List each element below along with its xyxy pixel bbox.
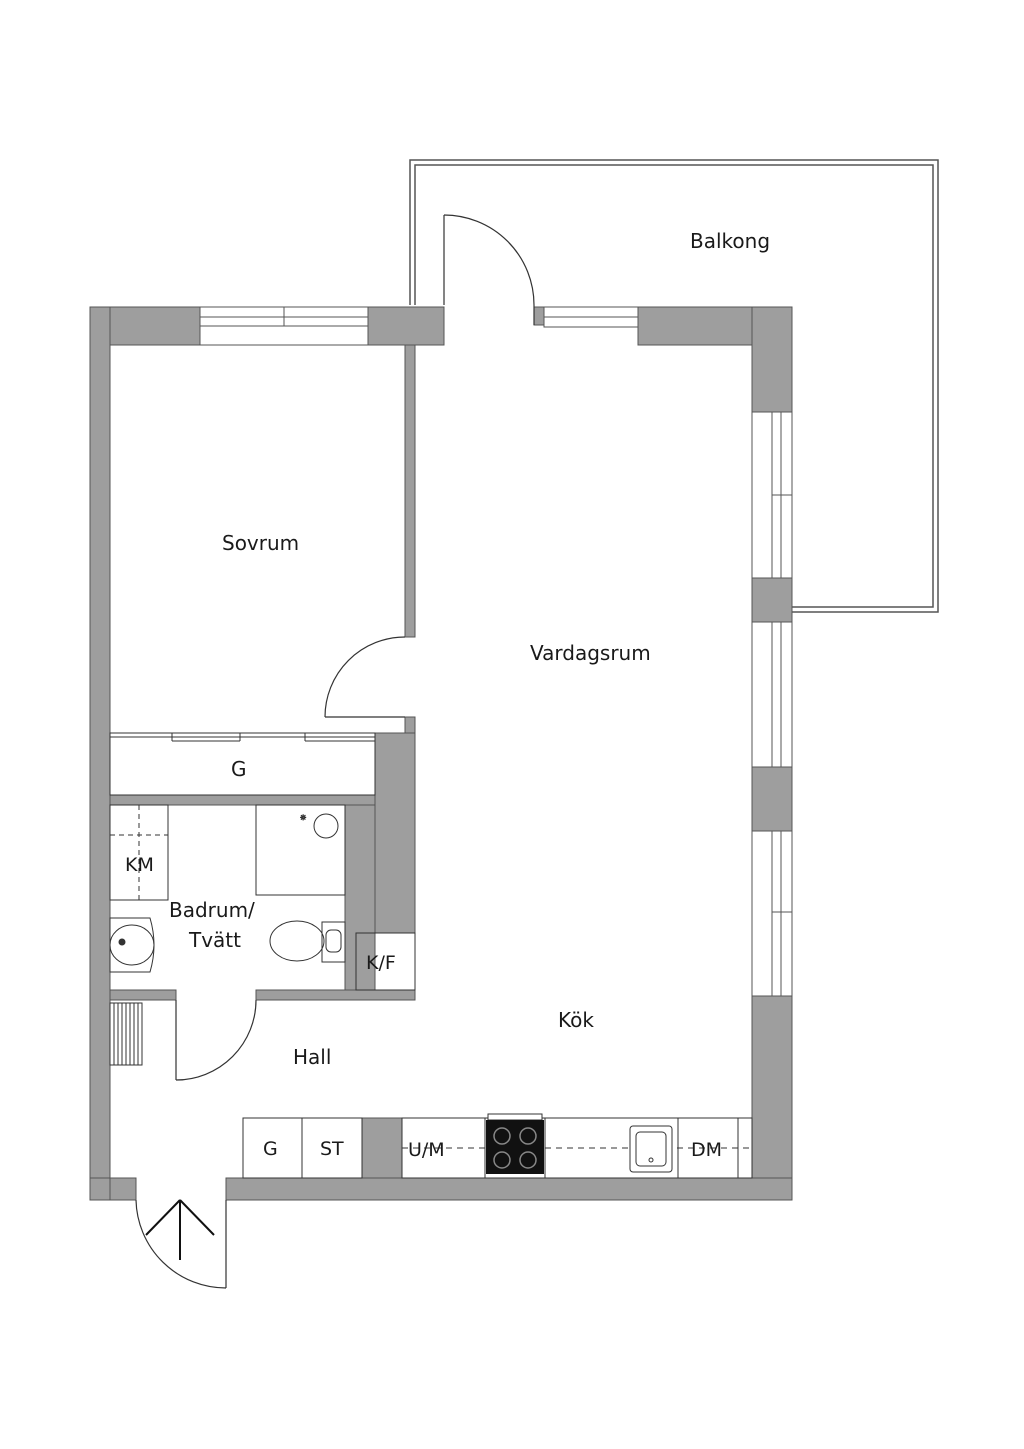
room-label-balkong: Balkong [690, 229, 770, 253]
stove [486, 1113, 544, 1174]
doors [135, 214, 535, 1289]
room-label-kok: Kök [558, 1008, 594, 1032]
hall-storage [242, 1117, 363, 1179]
fridge-freezer [355, 932, 416, 991]
label-washer-dryer: KM [125, 854, 154, 876]
balcony-railing [409, 159, 939, 613]
label-dishwasher: DM [691, 1139, 722, 1161]
radiator [109, 1002, 143, 1066]
label-fridge-freezer: K/F [366, 952, 396, 974]
svg-text:☼: ☼ [300, 814, 306, 822]
room-label-hall: Hall [293, 1045, 331, 1069]
sink [629, 1125, 673, 1173]
bathroom-fixtures: ☼ [109, 804, 346, 973]
room-label-vardagsrum: Vardagsrum [530, 641, 651, 665]
label-wardrobe-bedroom: G [231, 757, 247, 781]
room-label-badrum-line2: Tvätt [188, 928, 241, 952]
room-label-badrum-line1: Badrum/ [169, 898, 255, 922]
entrance-arrow [145, 1199, 215, 1260]
windows [199, 306, 793, 997]
label-storage: ST [320, 1138, 344, 1160]
bedroom-wardrobe [109, 732, 376, 796]
label-wardrobe-hall: G [263, 1138, 278, 1160]
walls [89, 306, 793, 1201]
kitchen-counter [401, 1117, 753, 1179]
label-oven-microwave: U/M [408, 1139, 445, 1161]
room-label-sovrum: Sovrum [222, 531, 299, 555]
